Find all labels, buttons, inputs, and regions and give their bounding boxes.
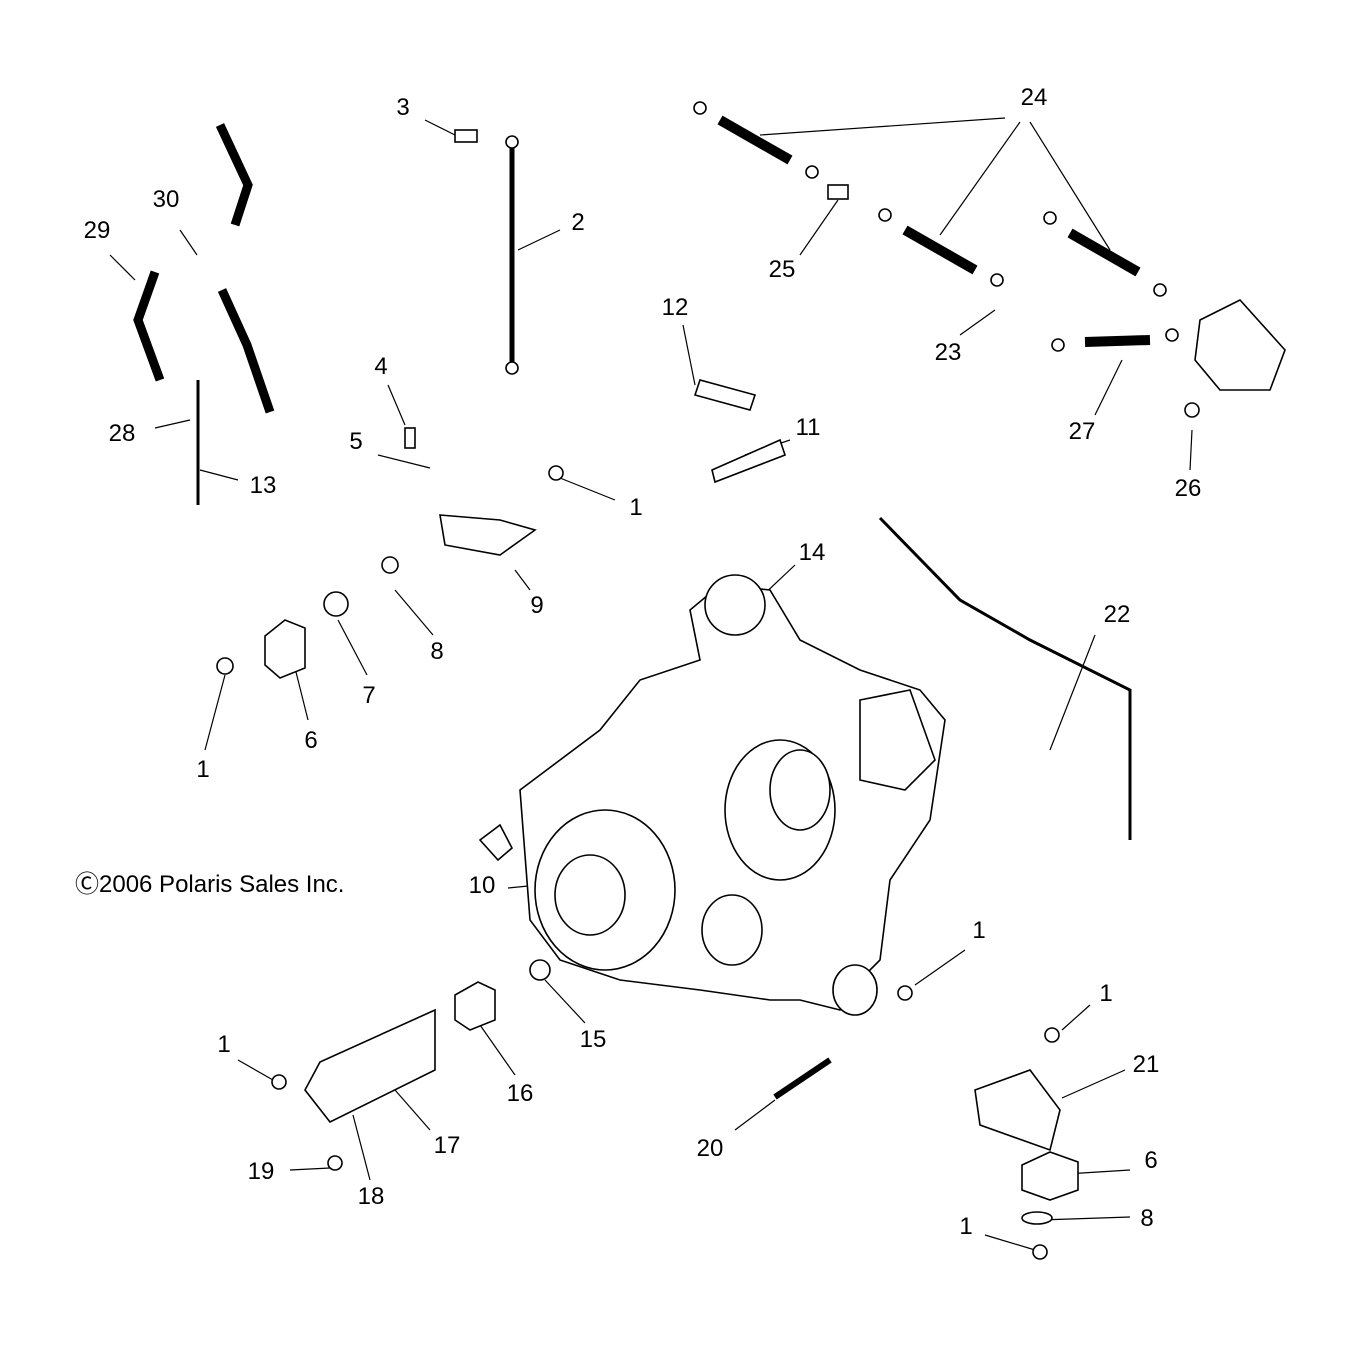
callout-label: 9 [530,592,544,619]
callout-label: 10 [468,872,496,899]
callout-label: 13 [249,472,277,499]
callout-label: 1 [196,756,210,783]
callout-label: 27 [1068,418,1096,445]
callout-label: 3 [396,94,410,121]
callout-label: 12 [661,294,689,321]
callout-label: 28 [108,420,136,447]
callout-label: 5 [349,428,363,455]
callout-label: 22 [1103,601,1131,628]
leader-lines [109,117,1193,1251]
callout-label: 1 [972,917,986,944]
callout-label: 1 [629,494,643,521]
engine-assembly [478,574,946,1016]
callout-label: 19 [247,1158,275,1185]
callout-label: 17 [433,1132,461,1159]
callout-label: 8 [1140,1205,1154,1232]
callout-label: 1 [1099,980,1113,1007]
callout-label: 18 [357,1183,385,1210]
callout-label: 23 [934,339,962,366]
callout-label: 4 [374,353,388,380]
callout-label: 6 [304,727,318,754]
callout-label: 6 [1144,1147,1158,1174]
callout-label: 25 [768,256,796,283]
callout-label: 30 [152,186,180,213]
callout-label: 26 [1174,475,1202,502]
callout-label: 21 [1132,1051,1160,1078]
callout-label: 15 [579,1026,607,1053]
callout-label: 11 [795,414,821,441]
callout-label: 14 [798,539,826,566]
callout-label: 29 [83,217,111,244]
callout-label: 1 [217,1031,231,1058]
hoses [133,115,1151,1100]
callout-label: 24 [1020,84,1048,111]
callout-label: 16 [506,1080,534,1107]
callout-label: 2 [571,209,585,236]
callout-label: 7 [362,682,376,709]
copyright-notice: Ⓒ2006 Polaris Sales Inc. [75,871,345,898]
callout-label: 8 [430,638,444,665]
fasteners [216,101,1286,1260]
callout-label: 20 [696,1135,724,1162]
callout-label: 1 [959,1213,973,1240]
